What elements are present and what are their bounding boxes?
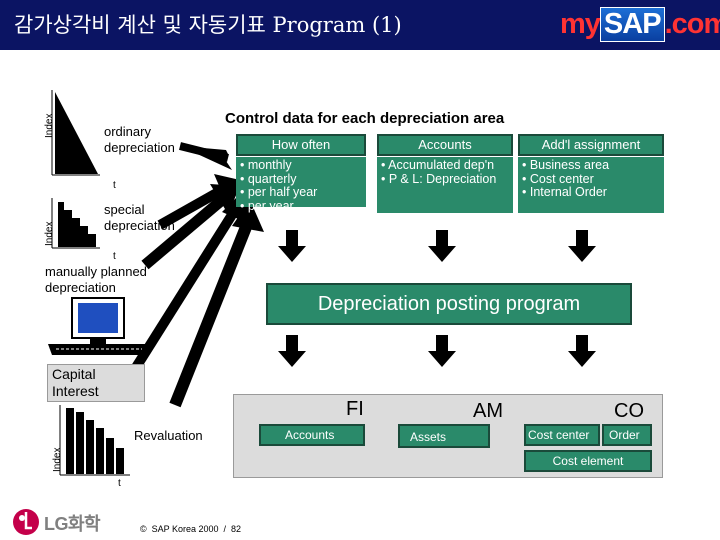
special-x-axis-label: t xyxy=(113,251,116,262)
arrow-manual xyxy=(141,184,240,270)
copyright-text: © SAP Korea 2000 / 82 xyxy=(140,524,242,534)
co-cost-center-box: Cost center xyxy=(524,424,600,446)
logo-dotcom: .com xyxy=(664,8,720,40)
co-order-label: Order xyxy=(609,428,640,442)
am-module-label: AM xyxy=(473,400,503,422)
addl-assignment-body: • Business area • Cost center • Internal… xyxy=(518,157,664,213)
posting-program-box: Depreciation posting program xyxy=(266,283,632,325)
ordinary-x-axis-label: t xyxy=(113,180,116,191)
fi-accounts-box: Accounts xyxy=(259,424,365,446)
capital-interest-box: Capital Interest xyxy=(47,364,145,402)
how-often-item: • per half year xyxy=(240,185,318,199)
special-y-axis-label: Index xyxy=(44,221,55,246)
addl-assignment-item: • Internal Order xyxy=(522,185,607,199)
diagram-shapes xyxy=(13,90,596,535)
accounts-header: Accounts xyxy=(377,134,513,156)
special-depreciation-chart xyxy=(51,198,100,249)
addl-assignment-header: Add'l assignment xyxy=(518,134,664,156)
co-cost-element-label: Cost element xyxy=(552,454,624,468)
capital-interest-label: Capital Interest xyxy=(52,366,99,399)
how-often-item: • monthly xyxy=(240,158,292,172)
page-title: 감가상각비 계산 및 자동기표 Program (1) xyxy=(14,13,402,37)
special-depreciation-label: special depreciation xyxy=(104,202,175,233)
accounts-item: • P & L: Depreciation xyxy=(381,171,497,186)
manual-depreciation-label: manually planned depreciation xyxy=(45,264,147,295)
accounts-item: • Accumulated dep'n xyxy=(381,158,495,172)
addl-assignment-item: • Business area xyxy=(522,158,610,172)
fi-module-label: FI xyxy=(346,398,364,420)
revaluation-label: Revaluation xyxy=(134,428,203,443)
fi-accounts-label: Accounts xyxy=(285,428,335,442)
accounts-body: • Accumulated dep'n • P & L: Depreciatio… xyxy=(377,157,513,213)
control-data-heading: Control data for each depreciation area xyxy=(225,110,505,127)
how-often-item: • per year xyxy=(240,198,294,213)
co-cost-center-label: Cost center xyxy=(528,428,590,442)
ordinary-y-axis-label: Index xyxy=(44,113,55,138)
co-order-box: Order xyxy=(602,424,652,446)
ordinary-depreciation-chart xyxy=(51,90,100,176)
revaluation-x-axis-label: t xyxy=(118,478,121,489)
lg-logo-mark xyxy=(13,509,39,535)
posting-program-title: Depreciation posting program xyxy=(317,293,581,315)
computer-icon xyxy=(48,297,150,355)
lg-chem-logo-text: LG화학 xyxy=(44,514,101,534)
co-module-label: CO xyxy=(614,400,644,422)
down-arrows-row2 xyxy=(278,335,596,367)
ordinary-depreciation-label: ordinary depreciation xyxy=(104,124,175,155)
logo-my: my xyxy=(560,8,601,40)
arrow-ordinary xyxy=(179,142,232,170)
am-assets-label: Assets xyxy=(410,430,447,444)
logo-sap: SAP xyxy=(599,7,665,42)
how-often-header: How often xyxy=(236,134,366,156)
addl-assignment-item: • Cost center xyxy=(522,171,594,186)
am-assets-box: Assets xyxy=(398,424,490,448)
co-cost-element-box: Cost element xyxy=(524,450,652,472)
down-arrows-row1 xyxy=(278,230,596,262)
revaluation-chart xyxy=(59,405,130,476)
revaluation-y-axis-label: Index xyxy=(52,447,63,472)
how-often-item: • quarterly xyxy=(240,171,297,186)
how-often-body: • monthly • quarterly • per half year • … xyxy=(236,157,366,212)
